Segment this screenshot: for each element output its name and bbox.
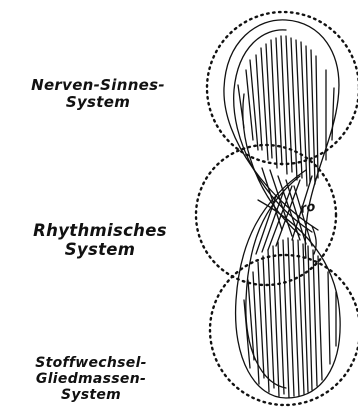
upper-hatched-lobe xyxy=(224,20,339,258)
top-dotted-circle xyxy=(207,12,358,164)
ro-annotation: ro xyxy=(299,199,317,217)
